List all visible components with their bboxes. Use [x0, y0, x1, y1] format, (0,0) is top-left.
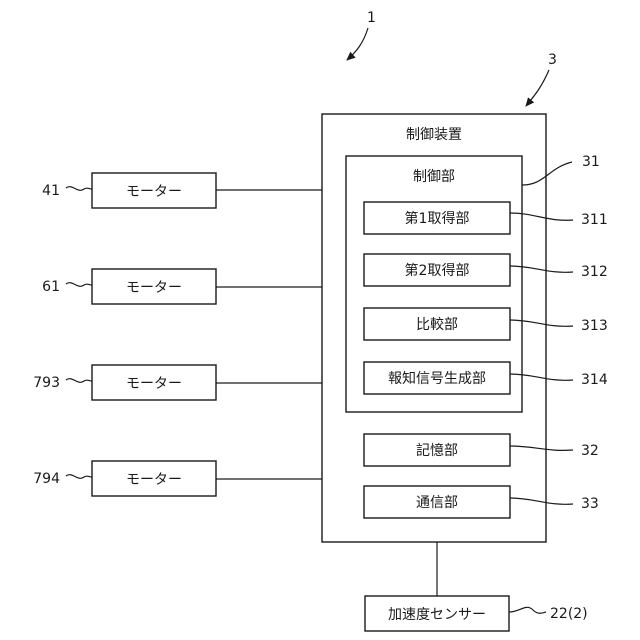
- subunit-first-acquisition: 第1取得部 311: [364, 202, 608, 234]
- motor-ref: 793: [33, 375, 60, 391]
- subunit-notification-signal: 報知信号生成部 314: [364, 362, 608, 394]
- sensor-label: 加速度センサー: [388, 607, 486, 623]
- motor-label: モーター: [126, 280, 182, 296]
- control-unit-ref: 31: [582, 154, 600, 170]
- controller-title: 制御装置: [406, 127, 462, 143]
- subunit-ref: 313: [581, 318, 608, 334]
- motor-label: モーター: [126, 376, 182, 392]
- motor-61: モーター 61: [42, 269, 322, 304]
- control-unit-title: 制御部: [413, 169, 455, 185]
- motor-41: モーター 41: [42, 173, 322, 208]
- subunit-label: 比較部: [416, 317, 458, 333]
- motor-leader: [66, 475, 92, 479]
- subunit-comparison: 比較部 313: [364, 308, 608, 340]
- motor-ref: 41: [42, 183, 60, 199]
- subunit-label: 第1取得部: [405, 210, 470, 227]
- motor-label: モーター: [126, 184, 182, 200]
- storage-unit-label: 記憶部: [416, 442, 458, 459]
- motor-label: モーター: [126, 472, 182, 488]
- sensor-ref: 22(2): [550, 606, 588, 622]
- storage-unit: 記憶部 32: [364, 434, 599, 466]
- subunit-ref: 312: [581, 264, 608, 280]
- system-ref-arrow: [347, 28, 368, 60]
- subunit-label: 報知信号生成部: [388, 370, 486, 387]
- system-ref-label: 1: [367, 10, 376, 26]
- communication-unit-label: 通信部: [416, 495, 458, 511]
- motor-leader: [66, 187, 92, 191]
- acceleration-sensor: 加速度センサー 22(2): [365, 542, 588, 631]
- communication-unit-ref: 33: [581, 496, 599, 512]
- motor-leader: [66, 283, 92, 287]
- motor-leader: [66, 379, 92, 383]
- motor-794: モーター 794: [33, 461, 322, 496]
- storage-unit-ref: 32: [581, 443, 599, 459]
- controller-ref-arrow: [526, 70, 549, 106]
- sensor-leader: [509, 607, 546, 613]
- controller-ref-label: 3: [548, 52, 557, 68]
- motor-ref: 61: [42, 279, 60, 295]
- subunit-second-acquisition: 第2取得部 312: [364, 254, 608, 286]
- motor-793: モーター 793: [33, 365, 322, 400]
- subunit-ref: 314: [581, 372, 608, 388]
- communication-unit: 通信部 33: [364, 486, 599, 518]
- subunit-ref: 311: [581, 212, 608, 228]
- motor-ref: 794: [33, 471, 60, 487]
- subunit-label: 第2取得部: [405, 262, 470, 279]
